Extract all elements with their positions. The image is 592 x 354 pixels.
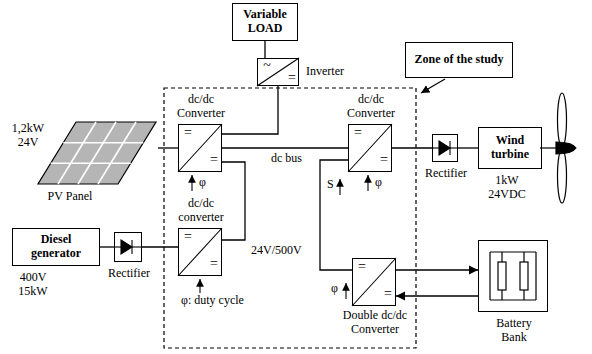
label-text: 24V/500V: [250, 244, 303, 258]
node-text: Rectifier: [416, 167, 476, 181]
node-text: =: [286, 70, 298, 86]
box-label: Zone of the study: [411, 53, 507, 67]
dc-dc-converter: dc/dc Converter==: [348, 124, 392, 172]
dc-dc-converter: Double dc/dc Converter==: [352, 258, 396, 306]
node-text: Battery Bank: [484, 317, 544, 345]
diesel-generator-box: Diesel generator400V 15kW: [12, 228, 100, 266]
battery-cells: [490, 252, 536, 300]
wire: [222, 162, 245, 240]
node-text: 400V 15kW: [13, 271, 53, 299]
wire: [396, 295, 478, 296]
inverter-box: ~=Inverter: [257, 58, 299, 86]
pv-panel-drawing: [38, 122, 156, 184]
node-text: Inverter: [306, 65, 344, 79]
wire: [396, 269, 478, 270]
wire: [222, 147, 348, 148]
node-text: dc/dc Converter: [341, 93, 401, 121]
dc-dc-converter: dc/dc Converter==: [178, 124, 222, 172]
node-text: =: [382, 286, 394, 302]
label-text: φ: [330, 282, 339, 296]
control-arrows: [192, 175, 368, 299]
wire: [392, 147, 432, 148]
label-text: φ: [198, 176, 207, 190]
node-text: PV Panel: [40, 190, 100, 204]
study-zone-outline: [164, 88, 416, 348]
rectifier-box: Rectifier: [114, 232, 142, 262]
wire: [100, 246, 114, 247]
label-text: φ: duty cycle: [180, 294, 245, 308]
wire: [158, 147, 178, 148]
wire: [458, 147, 478, 148]
callout-box: Zone of the study: [405, 42, 513, 78]
battery-bank-box: Battery Bank: [478, 240, 548, 312]
diode-symbol: [432, 141, 458, 155]
dc-dc-converter: dc/dc converter==: [178, 228, 222, 276]
node-text: =: [356, 259, 368, 275]
wire: [264, 41, 265, 58]
box-label: Wind turbine: [482, 134, 538, 162]
node-text: 1,2kW 24V: [10, 122, 46, 150]
label-text: φ: [374, 176, 383, 190]
node-text: =: [208, 256, 220, 272]
wire: [142, 246, 178, 247]
diode-symbol: [114, 240, 142, 254]
wind-turbine-drawing: [540, 93, 576, 203]
box-label: Variable LOAD: [236, 8, 294, 36]
label-text: dc bus: [270, 152, 303, 166]
node-text: ~: [261, 58, 273, 74]
pv-panel: 1,2kW 24V PV Panel: [8, 118, 158, 210]
node-text: =: [182, 125, 194, 141]
wire: [222, 86, 278, 134]
node-text: =: [378, 152, 390, 168]
node-text: =: [352, 125, 364, 141]
node-text: 1kW 24VDC: [483, 174, 531, 202]
wind-turbine-box: Wind turbine1kW 24VDC: [478, 127, 542, 169]
wire: [320, 160, 352, 270]
node-text: =: [182, 229, 194, 245]
node-text: Rectifier: [99, 267, 159, 281]
box-label: Diesel generator: [16, 233, 96, 261]
zone-pointer: [421, 79, 445, 93]
node-text: dc/dc Converter: [171, 93, 231, 121]
node-text: dc/dc converter: [171, 197, 231, 225]
node-text: Double dc/dc Converter: [337, 309, 413, 337]
load-box: Variable LOAD: [232, 3, 298, 41]
label-text: S: [326, 178, 335, 192]
node-text: =: [208, 152, 220, 168]
rectifier-box: Rectifier: [432, 134, 458, 162]
